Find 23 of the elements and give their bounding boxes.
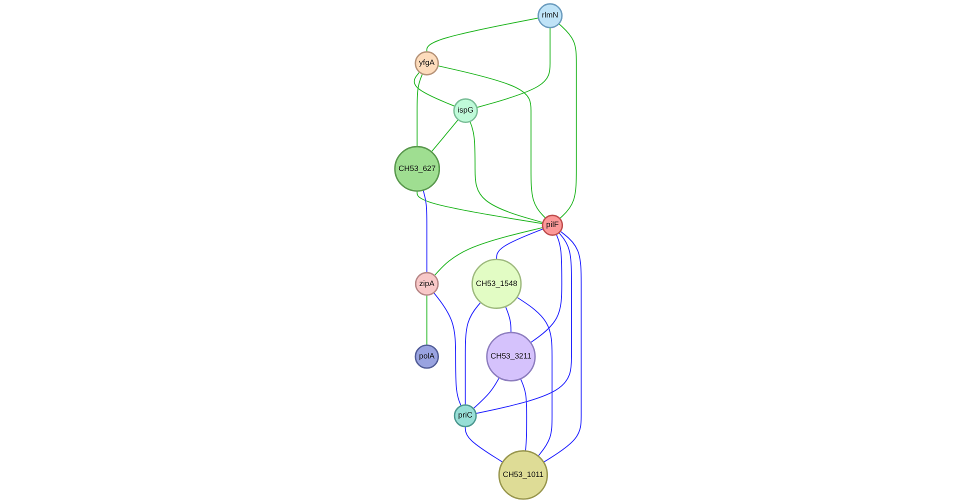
connector xyxy=(520,378,528,452)
connector xyxy=(434,227,544,276)
connector xyxy=(469,121,544,224)
connector xyxy=(504,306,512,334)
connector xyxy=(437,65,546,219)
connector xyxy=(496,228,544,260)
connector xyxy=(558,23,577,220)
connector xyxy=(475,232,572,414)
connector xyxy=(543,230,582,463)
connector xyxy=(416,73,423,148)
connector xyxy=(422,190,428,274)
connector xyxy=(430,119,459,152)
connector xyxy=(516,296,552,457)
connector xyxy=(414,72,456,107)
connector xyxy=(426,18,539,52)
connector xyxy=(464,426,504,463)
connector xyxy=(464,302,482,406)
connector xyxy=(472,377,500,410)
connector xyxy=(426,294,428,346)
connector xyxy=(476,27,550,108)
connector xyxy=(416,190,544,224)
connector xyxy=(433,292,462,406)
connector xyxy=(530,234,562,344)
